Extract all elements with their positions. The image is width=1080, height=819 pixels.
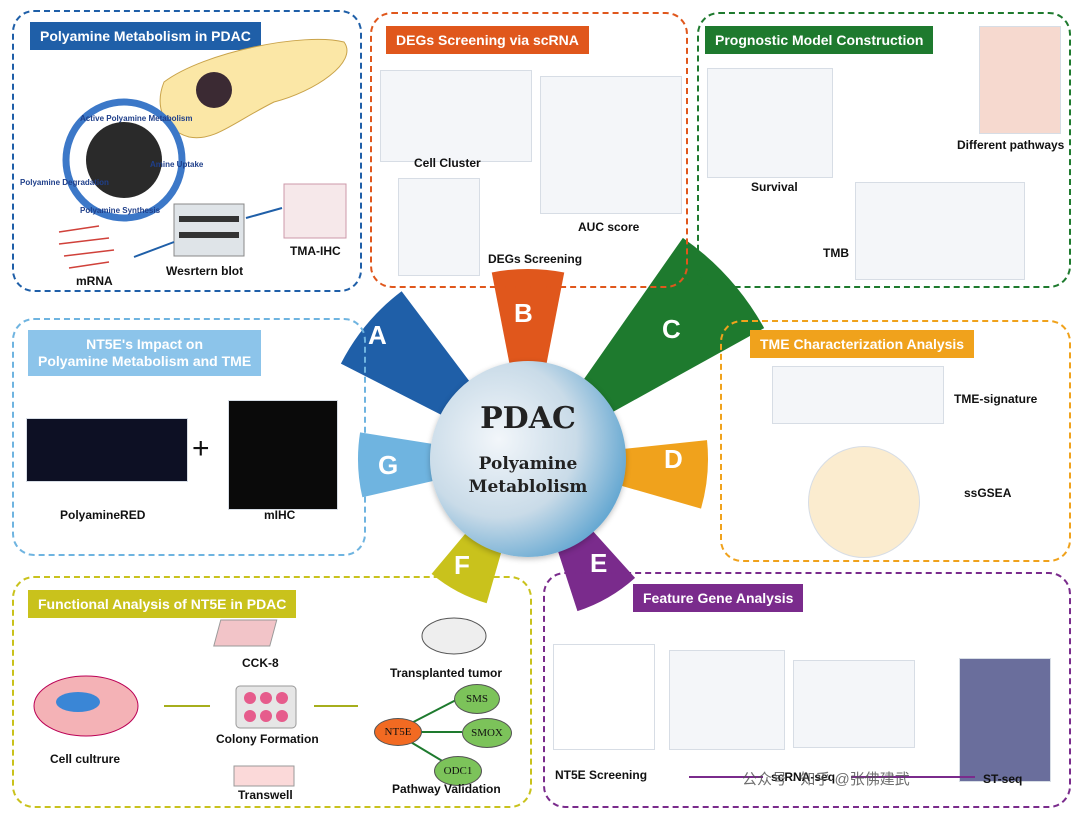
label-tme-signature: TME-signature — [954, 392, 1038, 406]
panel-e-title: Feature Gene Analysis — [633, 584, 804, 612]
spoke-letter-f: F — [454, 550, 470, 580]
label-polyaminered: PolyamineRED — [60, 508, 146, 522]
degs-barplot — [398, 178, 480, 276]
label-nt5e-screening: NT5E Screening — [555, 768, 648, 782]
ssgsea-radar — [808, 446, 920, 558]
label-amine-uptake: Amine Uptake — [150, 160, 204, 169]
label-active-metabolism: Active Polyamine Metabolism — [80, 114, 193, 123]
label-degs-screening: DEGs Screening — [488, 252, 583, 266]
panel-f-title: Functional Analysis of NT5E in PDAC — [28, 590, 297, 618]
label-mihc: mIHC — [264, 508, 296, 522]
node-odc1: ODC1 — [434, 756, 482, 786]
cell-cluster-shape — [86, 122, 162, 198]
auc-score-umap — [540, 76, 682, 214]
spoke-letter-d: D — [664, 444, 683, 474]
panel-d: TME Characterization Analysis TME-signat… — [720, 320, 1071, 562]
panel-g-title: NT5E's Impact on Polyamine Metabolism an… — [28, 330, 262, 376]
label-pathway-validation: Pathway Validation — [392, 782, 501, 796]
tme-signature-boxplot — [772, 366, 944, 424]
node-sms: SMS — [454, 684, 500, 714]
mrna-strands — [58, 225, 115, 269]
transwell-chamber — [233, 765, 295, 787]
label-st-seq: ST-seq — [983, 772, 1023, 786]
label-different-pathways: Different pathways — [957, 138, 1065, 152]
label-tmb: TMB — [823, 246, 849, 260]
tumor-shape — [196, 72, 232, 108]
label-transplanted-tumor: Transplanted tumor — [390, 666, 503, 680]
panel-d-title: TME Characterization Analysis — [750, 330, 975, 358]
panel-g-title-line2: Polyamine Metabolism and TME — [38, 353, 252, 369]
pancreas-shape — [159, 38, 348, 139]
panel-f: Functional Analysis of NT5E in PDAC NT5E… — [12, 576, 532, 808]
panel-b-title: DEGs Screening via scRNA — [386, 26, 589, 54]
hub-title: PDAC — [480, 401, 576, 436]
label-auc-score: AUC score — [578, 220, 640, 234]
panel-e: Feature Gene Analysis NT5E Screening scR… — [543, 572, 1071, 808]
polyaminered-grid — [26, 418, 188, 482]
label-scrna-seq: scRNA-seq — [771, 770, 836, 784]
label-transwell: Transwell — [238, 788, 293, 802]
tma-ihc-image — [283, 183, 347, 239]
label-western-blot: Wesrtern blot — [166, 264, 244, 278]
cck8-plate — [213, 619, 278, 647]
pathway-heatmap — [979, 26, 1061, 134]
panel-g: NT5E's Impact on Polyamine Metabolism an… — [12, 318, 366, 556]
panel-a-art — [58, 38, 348, 269]
metabolism-cycle-ring — [62, 98, 186, 222]
label-ssgsea: ssGSEA — [964, 486, 1012, 500]
cell-colony-shape — [56, 692, 100, 712]
panel-b: DEGs Screening via scRNA Cell Cluster AU… — [370, 12, 688, 288]
tmb-oncoplot — [855, 182, 1025, 280]
panel-c: Prognostic Model Construction Survival D… — [697, 12, 1071, 288]
label-tma-ihc: TMA-IHC — [290, 244, 341, 258]
arrow-mrna-to-wb — [133, 241, 175, 258]
mihc-array — [228, 400, 338, 510]
nt5e-importance-chart — [553, 644, 655, 750]
label-colony-formation: Colony Formation — [216, 732, 319, 746]
label-cell-culture: Cell cultrure — [50, 752, 121, 766]
panel-e-arrows — [689, 776, 975, 778]
cell-cluster-umap — [380, 70, 532, 162]
node-nt5e: NT5E — [374, 718, 422, 746]
panel-c-title: Prognostic Model Construction — [705, 26, 934, 54]
survival-curve — [707, 68, 833, 178]
label-cck8: CCK-8 — [242, 656, 279, 670]
celltype-umap — [793, 660, 915, 748]
panel-a: Polyamine Metabolism in PDAC Active Poly… — [12, 10, 362, 292]
watermark: 公众号 · 知乎 @张佛建武 — [742, 771, 910, 788]
node-smox: SMOX — [462, 718, 512, 748]
hub-subtitle-line2: Metablolism — [468, 477, 588, 497]
label-cell-cluster: Cell Cluster — [414, 156, 481, 170]
arrow-wb-to-tma — [245, 207, 283, 219]
panel-f-art — [33, 617, 487, 787]
st-seq-spatial-map — [959, 658, 1051, 782]
label-mrna: mRNA — [76, 274, 113, 288]
label-polyamine-synthesis: Polyamine Synthesis — [80, 206, 161, 215]
hub-subtitle-line1: Polyamine — [478, 454, 578, 474]
spoke-letter-b: B — [514, 298, 533, 328]
panel-a-title: Polyamine Metabolism in PDAC — [30, 22, 261, 50]
hub-subtitle: Polyamine Metablolism — [430, 453, 626, 499]
mouse-icon — [421, 617, 487, 655]
plus-sign: + — [192, 432, 210, 465]
central-hub: PDAC Polyamine Metablolism — [430, 361, 626, 557]
label-survival: Survival — [751, 180, 798, 194]
spoke-letter-a: A — [368, 320, 387, 350]
spoke-letter-c: C — [662, 314, 681, 344]
spoke-letter-g: G — [378, 450, 399, 480]
label-polyamine-degradation: Polyamine Degradation — [20, 178, 109, 187]
spoke-letter-e: E — [590, 548, 608, 578]
panel-g-title-line1: NT5E's Impact on — [86, 336, 204, 352]
nt5e-expression-umap — [669, 650, 785, 750]
western-blot-image — [173, 203, 245, 257]
